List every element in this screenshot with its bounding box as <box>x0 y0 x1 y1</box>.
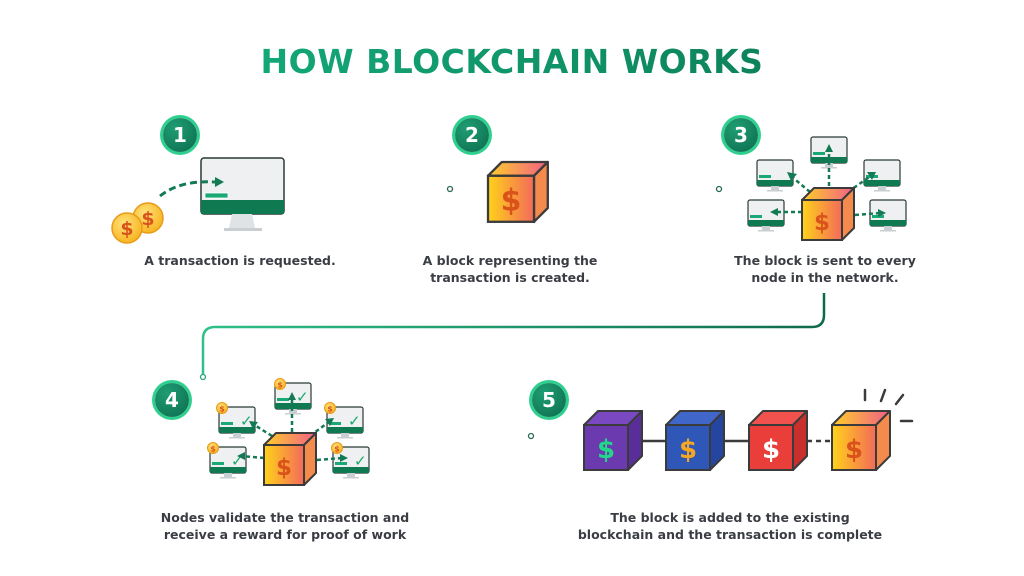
svg-text:✓: ✓ <box>240 412 253 430</box>
svg-text:$: $ <box>501 183 522 218</box>
svg-text:$: $ <box>276 455 292 481</box>
svg-text:✓: ✓ <box>348 412 361 430</box>
svg-text:$: $ <box>334 445 340 454</box>
connector-4-5 <box>409 432 535 440</box>
svg-text:$: $ <box>219 405 225 414</box>
step-5-caption: The block is added to the existing block… <box>570 509 890 543</box>
connector-3-4 <box>199 293 826 381</box>
svg-text:$: $ <box>762 435 780 465</box>
validated-node: ✓ $ <box>274 378 312 416</box>
caption-line: Nodes validate the transaction and <box>160 510 410 525</box>
step-2-badge: 2 <box>455 118 489 152</box>
validated-node: ✓ $ <box>216 402 256 440</box>
svg-text:$: $ <box>814 210 830 236</box>
svg-text:✓: ✓ <box>354 452 367 470</box>
caption-line: A transaction is requested. <box>144 253 336 268</box>
step-3-badge: 3 <box>724 118 758 152</box>
svg-text:$: $ <box>120 218 133 240</box>
step-4-caption: Nodes validate the transaction and recei… <box>150 509 420 543</box>
caption-line: blockchain and the transaction is comple… <box>577 527 883 542</box>
node-monitor-icon <box>747 199 785 233</box>
caption-line: receive a reward for proof of work <box>163 527 407 542</box>
step-3-illustration: $ <box>747 136 907 241</box>
svg-text:$: $ <box>277 381 283 390</box>
dashed-arrow-icon <box>159 180 216 198</box>
validated-node: ✓ $ <box>331 442 370 480</box>
block-cube-icon: $ <box>263 432 317 486</box>
connector-1-2 <box>307 185 454 193</box>
caption-line: transaction is created. <box>430 270 590 285</box>
validated-node: ✓ $ <box>324 402 364 440</box>
step-2-caption: A block representing the transaction is … <box>405 252 615 286</box>
caption-line: The block is sent to every <box>734 253 916 268</box>
step-4-badge: 4 <box>155 383 189 417</box>
block-cube-icon: $ <box>486 160 549 223</box>
svg-text:$: $ <box>327 405 333 414</box>
svg-text:$: $ <box>141 208 154 230</box>
chain-block-blue: $ <box>665 410 725 471</box>
svg-text:$: $ <box>210 445 216 454</box>
svg-text:$: $ <box>679 435 697 465</box>
step-1-caption: A transaction is requested. <box>120 252 360 269</box>
step-1-illustration: $ $ <box>111 157 285 244</box>
coin-icon: $ <box>111 212 143 244</box>
chain-block-new: $ <box>831 410 891 471</box>
step-1-badge: 1 <box>163 118 197 152</box>
chain-block-purple: $ <box>583 410 643 471</box>
validated-node: ✓ $ <box>207 442 247 480</box>
sparkle-icon <box>863 388 914 423</box>
monitor-icon <box>200 157 285 231</box>
step-5-badge: 5 <box>532 383 566 417</box>
node-monitor-icon <box>756 159 794 193</box>
step-3-caption: The block is sent to every node in the n… <box>720 252 930 286</box>
block-cube-icon: $ <box>801 187 855 241</box>
blockchain-illustration: $ $ $ $ <box>583 388 914 471</box>
caption-line: The block is added to the existing <box>610 510 850 525</box>
caption-line: node in the network. <box>751 270 899 285</box>
connector-2-3 <box>582 185 723 193</box>
svg-text:✓: ✓ <box>296 388 309 406</box>
chain-block-red: $ <box>748 410 808 471</box>
caption-line: A block representing the <box>422 253 598 268</box>
svg-text:$: $ <box>845 435 863 465</box>
node-monitor-icon <box>869 199 907 233</box>
svg-text:$: $ <box>597 435 615 465</box>
page-title: HOW BLOCKCHAIN WORKS <box>0 42 1024 81</box>
step-4-illustration: ✓ $ ✓ $ ✓ $ ✓ $ ✓ $ <box>207 378 370 486</box>
